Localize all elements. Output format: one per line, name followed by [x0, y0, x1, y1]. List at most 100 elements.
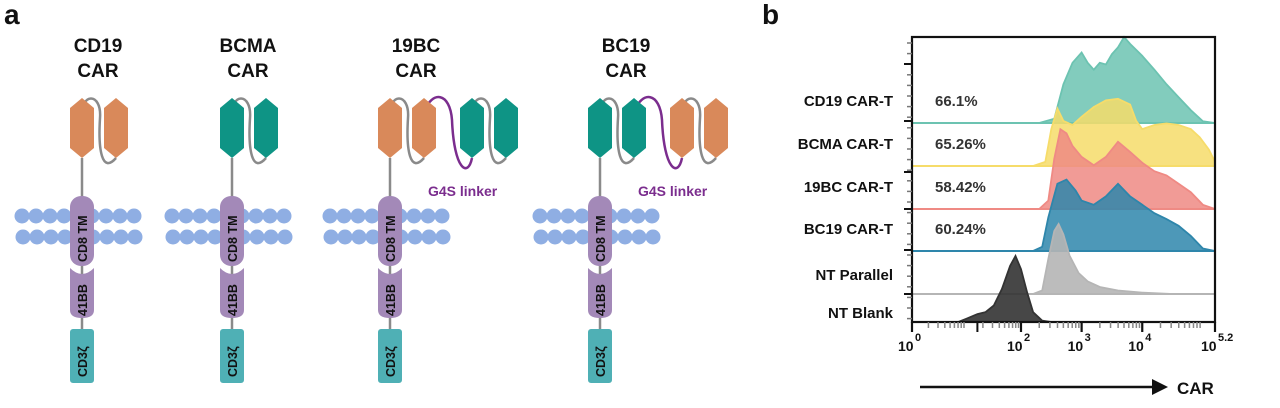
g4s-linker-label: G4S linker [638, 183, 708, 199]
cd3z-label: CD3ζ [226, 346, 240, 377]
membrane-lipid [645, 229, 661, 245]
membrane-lipid [248, 208, 264, 224]
membrane-lipid [546, 208, 562, 224]
percent-label: 58.42% [935, 179, 986, 196]
membrane-lipid [616, 208, 632, 224]
membrane-lipid [420, 208, 436, 224]
membrane-lipid [14, 208, 30, 224]
x-tick-label-exponent: 3 [1085, 332, 1091, 344]
percent-label: 66.1% [935, 93, 978, 110]
membrane-lipid [42, 208, 58, 224]
membrane-lipid [249, 229, 265, 245]
membrane-lipid [262, 208, 278, 224]
cd8-tm-label: CD8 TM [384, 215, 398, 262]
cd8-tm-domain [70, 196, 94, 266]
membrane-lipid [127, 229, 143, 245]
cd8-tm-domain [588, 196, 612, 266]
membrane-lipid [164, 208, 180, 224]
percent-label: 65.26% [935, 136, 986, 153]
membrane-lipid [113, 229, 129, 245]
cd3z-label: CD3ζ [76, 346, 90, 377]
membrane-lipid [322, 208, 338, 224]
membrane-lipid [98, 208, 114, 224]
membrane-lipid [112, 208, 128, 224]
membrane-lipid [99, 229, 115, 245]
construct-title-line1: CD19 [74, 36, 123, 57]
x-axis-arrow-head [1152, 379, 1168, 395]
panel-a-letter: a [4, 0, 20, 30]
membrane-lipid [165, 229, 181, 245]
41bb-label: 41BB [226, 284, 240, 316]
membrane-lipid [179, 229, 195, 245]
membrane-lipid [644, 208, 660, 224]
row-label: CD19 CAR-T [804, 93, 893, 110]
membrane-lipid [630, 208, 646, 224]
41bb-label: 41BB [384, 284, 398, 316]
membrane-lipid [206, 208, 222, 224]
membrane-lipid [631, 229, 647, 245]
bcma-scfv-domain [460, 98, 484, 158]
row-label: BCMA CAR-T [798, 136, 893, 153]
41bb-domain [70, 268, 94, 318]
41bb-domain [588, 268, 612, 318]
x-tick-label-exponent: 2 [1024, 332, 1030, 344]
cd3z-domain [588, 329, 612, 383]
membrane-lipid [192, 208, 208, 224]
construct-title-line1: BC19 [602, 36, 651, 57]
cd3z-label: CD3ζ [594, 346, 608, 377]
membrane-lipid [336, 208, 352, 224]
membrane-lipid [263, 229, 279, 245]
membrane-lipid [277, 229, 293, 245]
membrane-lipid [57, 229, 73, 245]
x-tick-label-base: 10 [1201, 338, 1217, 354]
cd3z-domain [220, 329, 244, 383]
x-tick-label-exponent: 4 [1145, 332, 1152, 344]
cd19-scfv-domain [378, 98, 402, 158]
membrane-lipid [276, 208, 292, 224]
cd19-scfv-domain [670, 98, 694, 158]
membrane-lipid [421, 229, 437, 245]
row-label: NT Parallel [815, 267, 893, 284]
x-tick-label-base: 10 [898, 338, 914, 354]
construct-title-line1: 19BC [392, 36, 441, 57]
bcma-scfv-domain [588, 98, 612, 158]
41bb-label: 41BB [594, 284, 608, 316]
row-label: NT Blank [828, 305, 894, 322]
cd3z-domain [378, 329, 402, 383]
membrane-lipid [434, 208, 450, 224]
panel-b-letter: b [762, 0, 779, 30]
x-tick-label-exponent: 0 [915, 332, 921, 344]
membrane-lipid [207, 229, 223, 245]
bcma-scfv-domain [494, 98, 518, 158]
construct-title-line2: CAR [77, 61, 118, 82]
histogram-bc19-car-t [912, 178, 1216, 252]
membrane-lipid [561, 229, 577, 245]
membrane-lipid [364, 208, 380, 224]
bcma-scfv-domain [220, 98, 244, 158]
membrane-lipid [323, 229, 339, 245]
membrane-lipid [435, 229, 451, 245]
x-tick-label-base: 10 [1128, 338, 1144, 354]
membrane-lipid [560, 208, 576, 224]
membrane-lipid [574, 208, 590, 224]
x-tick-label-exponent: 5.2 [1218, 332, 1233, 344]
membrane-lipid [43, 229, 59, 245]
membrane-lipid [15, 229, 31, 245]
membrane-lipid [126, 208, 142, 224]
cd19-scfv-domain [70, 98, 94, 158]
bcma-scfv-domain [254, 98, 278, 158]
cd8-tm-domain [220, 196, 244, 266]
membrane-lipid [178, 208, 194, 224]
percent-label: 60.24% [935, 221, 986, 238]
row-label: 19BC CAR-T [804, 179, 893, 196]
membrane-lipid [56, 208, 72, 224]
membrane-lipid [193, 229, 209, 245]
cd19-scfv-domain [704, 98, 728, 158]
membrane-lipid [407, 229, 423, 245]
41bb-domain [220, 268, 244, 318]
construct-title-line2: CAR [227, 61, 268, 82]
